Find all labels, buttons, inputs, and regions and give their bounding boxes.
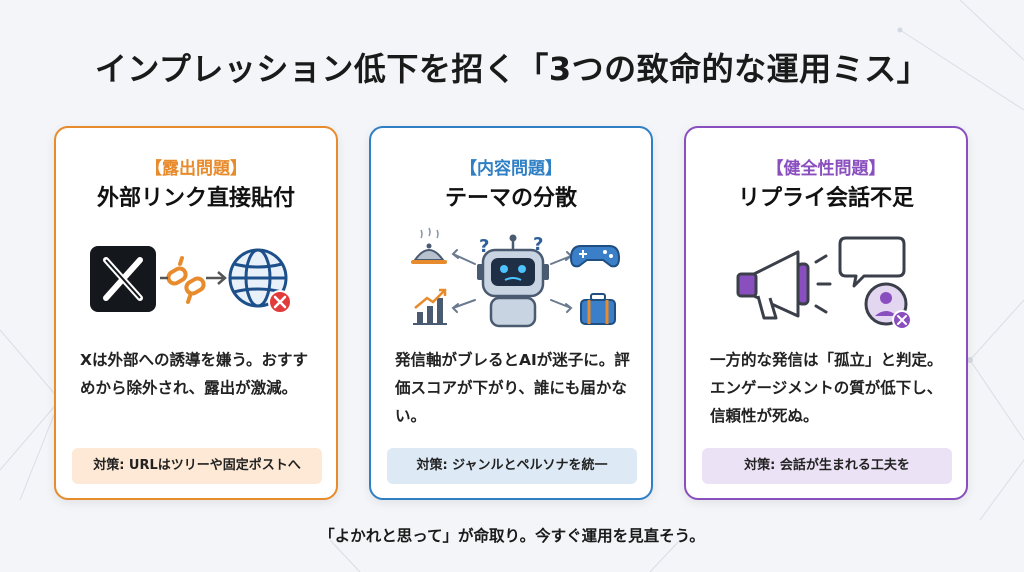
card-tag: 【内容問題】	[460, 159, 562, 179]
robot-icon	[477, 234, 549, 328]
card-body: Xは外部への誘導を嫌う。おすすめから除外され、露出が激減。	[80, 351, 309, 397]
countermeasure-box: 対策: 会話が生まれる工夫を	[702, 448, 952, 484]
globe-icon	[228, 248, 288, 308]
arrow-right-icon	[160, 271, 227, 285]
footer-message: 「よかれと思って」が命取り。今すぐ運用を見直そう。	[319, 527, 705, 545]
card-exposure-issue: 【露出問題】 外部リンク直接貼付 Xは外部	[54, 126, 338, 500]
suitcase-icon	[580, 293, 616, 325]
card-illustration	[736, 236, 912, 330]
svg-text:?: ?	[533, 234, 543, 255]
card-health-issue: 【健全性問題】 リプライ会話不足 一方的な発信は「孤立」と判定。エンゲージメント…	[684, 126, 968, 500]
page-title: インプレッション低下を招く「3つの致命的な運用ミス」	[94, 50, 930, 88]
game-controller-icon	[569, 245, 621, 268]
x-logo-icon	[90, 246, 156, 312]
card-body: 発信軸がブレるとAIが迷子に。評価スコアが下がり、誰にも届かない。	[395, 351, 630, 425]
food-cloche-icon	[411, 227, 447, 264]
card-heading: 外部リンク直接貼付	[96, 186, 295, 211]
growth-chart-icon	[413, 288, 447, 325]
speech-bubble-icon	[838, 236, 906, 288]
card-tag: 【健全性問題】	[766, 159, 886, 179]
card-heading: リプライ会話不足	[737, 186, 914, 211]
question-mark-icon: ? ?	[479, 234, 543, 257]
card-tag: 【露出問題】	[145, 159, 247, 179]
error-badge-icon	[268, 290, 292, 314]
card-body: 一方的な発信は「孤立」と判定。エンゲージメントの質が低下し、信頼性が死ぬ。	[710, 351, 943, 425]
card-illustration	[90, 246, 292, 314]
countermeasure-box: 対策: URLはツリーや固定ポストへ	[72, 448, 322, 484]
broken-link-icon	[166, 256, 206, 304]
user-blocked-icon	[864, 282, 912, 330]
svg-text:?: ?	[479, 236, 489, 257]
card-content-issue: 【内容問題】 テーマの分散 ? ?	[369, 126, 653, 500]
card-illustration: ? ?	[411, 227, 621, 328]
card-heading: テーマの分散	[444, 186, 577, 211]
megaphone-icon	[736, 250, 832, 320]
countermeasure-box: 対策: ジャンルとペルソナを統一	[387, 448, 637, 484]
